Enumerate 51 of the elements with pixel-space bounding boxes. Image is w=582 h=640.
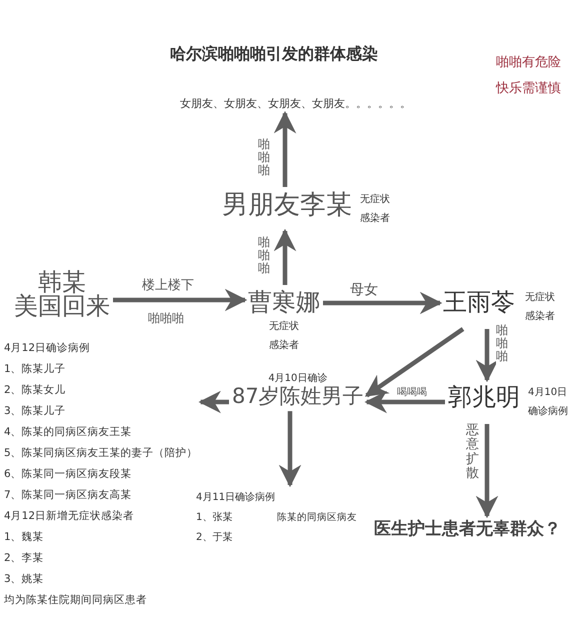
diagram-title: 哈尔滨啪啪啪引发的群体感染: [170, 44, 378, 65]
arrow: [364, 327, 464, 398]
node-label: 医生护士患者无辜群众？: [374, 519, 561, 540]
node-label: 曹寒娜: [248, 288, 320, 317]
list-heading: 4月12日确诊病例: [4, 341, 90, 356]
list-item: 2、李某: [4, 551, 44, 566]
side-note: 陈某的同病区病友: [277, 510, 358, 525]
node-note: 4月10日确诊: [268, 372, 328, 385]
warning-note: 快乐需谨慎: [496, 80, 561, 97]
list-item: 1、张某: [196, 510, 232, 525]
list-item: 5、陈某同病区病友王某的妻子（陪护）: [4, 446, 198, 461]
edge-label: 啪啪啪: [496, 324, 508, 364]
edge-label: 啪啪啪: [258, 236, 270, 276]
arrow: [113, 288, 248, 312]
arrow: [274, 110, 296, 187]
arrow: [198, 390, 229, 414]
list-item: 2、于某: [196, 530, 232, 545]
node-label: 王雨苓: [443, 288, 515, 317]
edge-label: 啪啪啪: [258, 138, 270, 178]
edge-label: 喝喝喝: [397, 385, 427, 399]
arrow: [364, 390, 445, 414]
node-label: 男朋友李某: [222, 190, 352, 222]
node-note: 女朋友、女朋友、女朋友、女朋友。。。。。。: [180, 97, 411, 110]
side-note: 4月10日确诊病例: [528, 386, 569, 419]
list-item: 4、陈某的同病区病友王某: [4, 425, 132, 440]
list-item: 3、陈某儿子: [4, 404, 66, 419]
list-item: 4月12日新增无症状感染者: [4, 509, 134, 524]
arrow: [323, 292, 442, 314]
side-note: 无症状感染者: [268, 320, 300, 353]
arrow: [476, 329, 498, 382]
list-item: 均为陈某住院期间同病区患者: [4, 593, 147, 608]
warning-note: 啪啪有危险: [496, 54, 561, 71]
edge-label: 母女: [350, 281, 378, 299]
list-item: 1、陈某儿子: [4, 362, 66, 377]
list-item: 7、陈某同一病区病友高某: [4, 488, 132, 503]
arrow: [274, 228, 296, 285]
list-item: 6、陈某同一病区病友段某: [4, 467, 132, 482]
edge-label: 楼上楼下: [142, 276, 194, 294]
node-label: 郭兆明: [448, 383, 520, 412]
side-note: 无症状感染者: [360, 192, 391, 226]
node-label: 韩某: [38, 270, 86, 294]
list-item: 3、姚某: [4, 572, 44, 587]
side-note: 无症状感染者: [525, 290, 556, 324]
node-label: 美国回来: [14, 294, 110, 320]
arrow: [278, 411, 302, 488]
list-item: 2、陈某女儿: [4, 383, 66, 398]
list-item: 1、魏某: [4, 530, 44, 545]
arrow: [476, 424, 498, 518]
edge-label: 恶意扩散: [466, 424, 479, 482]
list-heading: 4月11日确诊病例: [196, 490, 276, 505]
node-label: 87岁陈姓男子: [232, 385, 364, 408]
